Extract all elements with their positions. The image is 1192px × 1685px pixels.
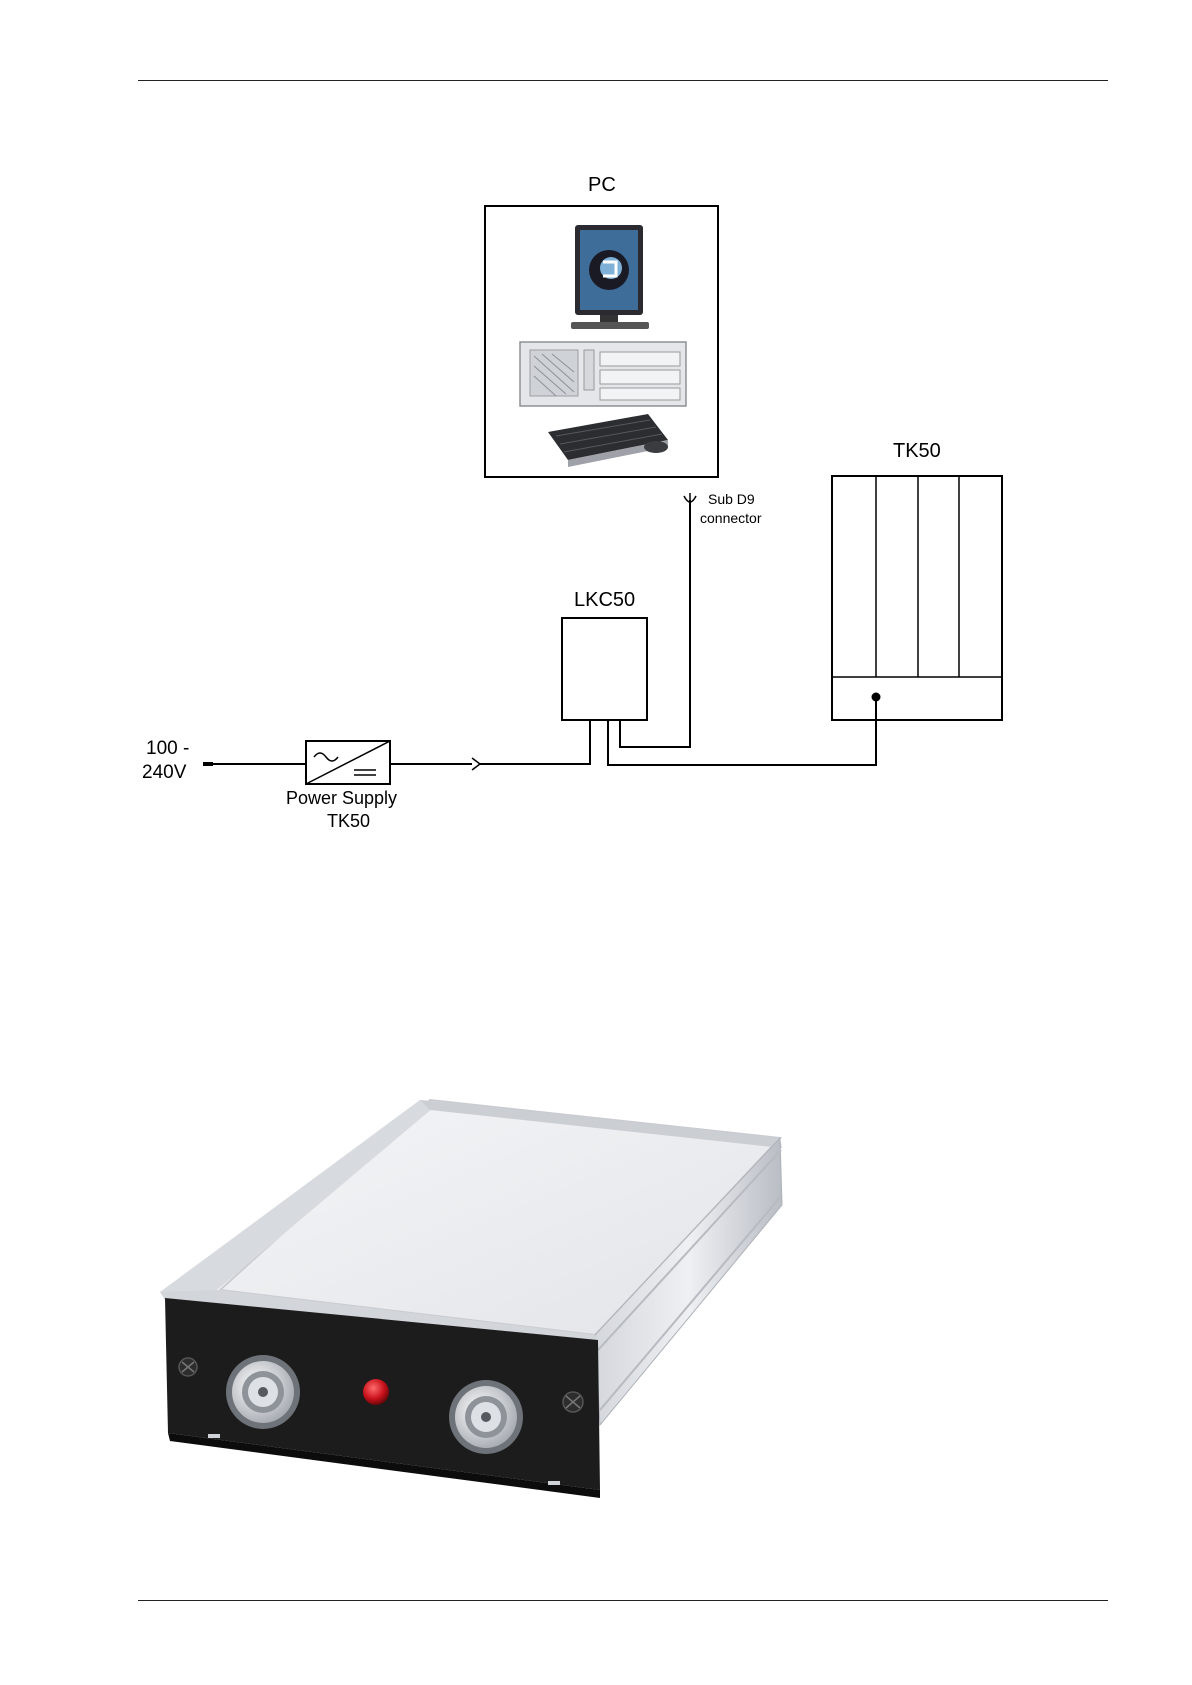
tk50-box — [832, 476, 1002, 720]
tk50-label: TK50 — [893, 440, 941, 463]
screw-icon — [179, 1358, 197, 1376]
monitor-icon — [571, 225, 649, 329]
footer-rule — [138, 1600, 1108, 1601]
lkc50-box — [562, 618, 647, 720]
bnc-connector-right-icon — [449, 1380, 523, 1454]
device-side — [595, 1138, 782, 1425]
power-cable — [480, 720, 590, 764]
pc-label: PC — [588, 174, 616, 197]
power-supply-label-line1: Power Supply — [286, 788, 397, 809]
subd9-label-line2: connector — [700, 510, 761, 526]
bnc-connector-left-icon — [226, 1355, 300, 1429]
screw-icon-right — [563, 1392, 583, 1412]
device-back-rail — [420, 1100, 782, 1148]
device-left-rail — [160, 1100, 440, 1296]
mains-voltage-label-line2: 240V — [142, 762, 186, 784]
mouse-icon — [644, 441, 668, 453]
power-plug-icon — [472, 758, 480, 770]
device-front-panel — [165, 1298, 600, 1490]
mains-voltage-label-line1: 100 - — [146, 738, 189, 760]
computer-case-icon — [520, 342, 686, 406]
power-supply-label-line2: TK50 — [327, 811, 370, 832]
lkc50-label: LKC50 — [574, 589, 635, 612]
device-top — [220, 1100, 780, 1335]
power-supply-symbol — [306, 741, 390, 784]
subd9-label-line1: Sub D9 — [708, 491, 755, 507]
red-led-indicator — [363, 1379, 389, 1405]
